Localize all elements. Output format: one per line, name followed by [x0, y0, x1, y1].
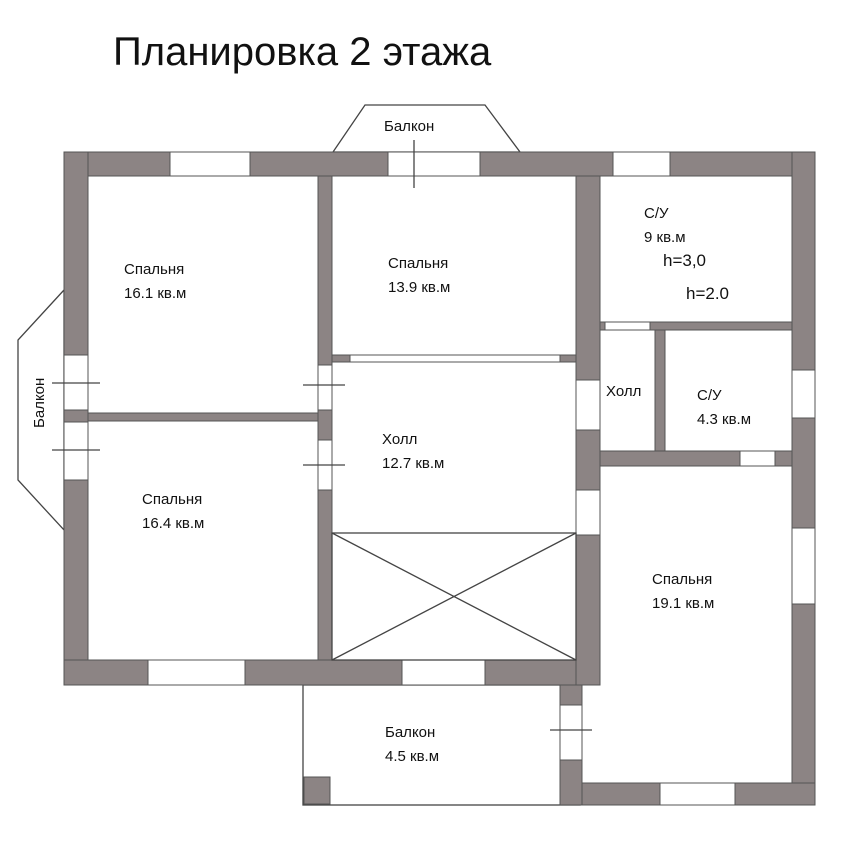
room-area-wc-2: 4.3 кв.м: [697, 411, 751, 428]
wall-left: [63, 151, 89, 686]
room-area-bedroom-4: 19.1 кв.м: [652, 595, 714, 612]
room-note-wc-1a: h=3,0: [663, 251, 706, 270]
room-area-bedroom-2: 13.9 кв.м: [388, 279, 450, 296]
bottom-balcony-outline: [302, 684, 581, 806]
room-area-bedroom-1: 16.1 кв.м: [124, 285, 186, 302]
room-label-bedroom-1: Спальня: [124, 261, 184, 278]
room-label-bedroom-3: Спальня: [142, 491, 202, 508]
room-area-bedroom-3: 16.4 кв.м: [142, 515, 204, 532]
room-label-hall: Холл: [382, 431, 417, 448]
wall-interior-v1: [317, 175, 333, 661]
room-label-balcony-bottom: Балкон: [385, 724, 435, 741]
room-area-hall: 12.7 кв.м: [382, 455, 444, 472]
room-label-balcony-top: Балкон: [384, 118, 434, 135]
room-label-bedroom-4: Спальня: [652, 571, 712, 588]
wall-interior-h2: [599, 321, 793, 331]
room-label-bedroom-2: Спальня: [388, 255, 448, 272]
wall-interior-h1: [87, 412, 319, 422]
wall-right: [791, 151, 816, 806]
room-area-balcony-bottom: 4.5 кв.м: [385, 748, 439, 765]
bottom-balcony-pillar: [303, 776, 331, 805]
windows: [63, 151, 816, 806]
plan-title: Планировка 2 этажа: [113, 30, 492, 74]
room-label-hall-small: Холл: [606, 383, 641, 400]
room-label-balcony-left: Балкон: [31, 378, 48, 428]
stairwell: [331, 532, 577, 661]
room-note-wc-1b: h=2.0: [686, 284, 729, 303]
wall-interior-v3: [654, 329, 666, 452]
room-area-wc-1: 9 кв.м: [644, 229, 686, 246]
wall-bottom-left: [63, 659, 601, 686]
room-label-wc-2: С/У: [697, 387, 722, 404]
room-label-wc-1: С/У: [644, 205, 669, 222]
